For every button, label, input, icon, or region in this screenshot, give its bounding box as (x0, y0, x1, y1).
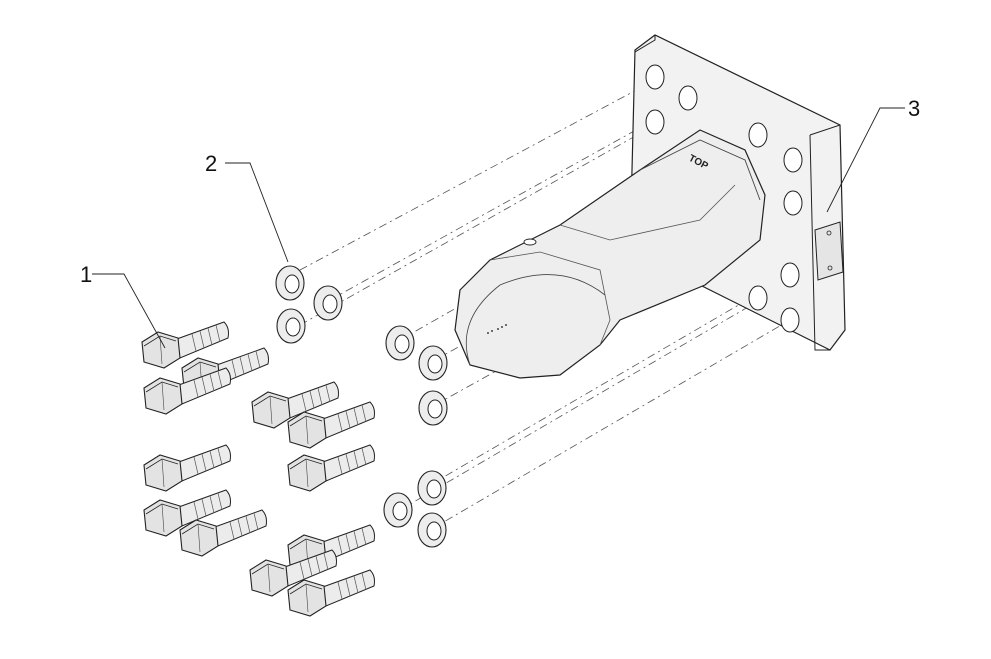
bolts (141, 321, 376, 617)
bolt (143, 444, 232, 492)
washer (417, 470, 447, 506)
callout-leaders (92, 107, 905, 349)
washer (383, 492, 413, 528)
callout-2-label: 2 (205, 151, 217, 176)
washer (418, 390, 448, 426)
bolt (141, 321, 230, 369)
washer (385, 325, 415, 361)
callout-1-label: 1 (80, 262, 92, 287)
washer (313, 285, 343, 321)
washer (417, 512, 447, 548)
washer (275, 265, 305, 301)
washer (418, 345, 448, 381)
bolt (287, 444, 376, 492)
bracket-part: TOP (454, 34, 846, 379)
washer (276, 308, 306, 344)
callout-3-label: 3 (908, 96, 920, 121)
